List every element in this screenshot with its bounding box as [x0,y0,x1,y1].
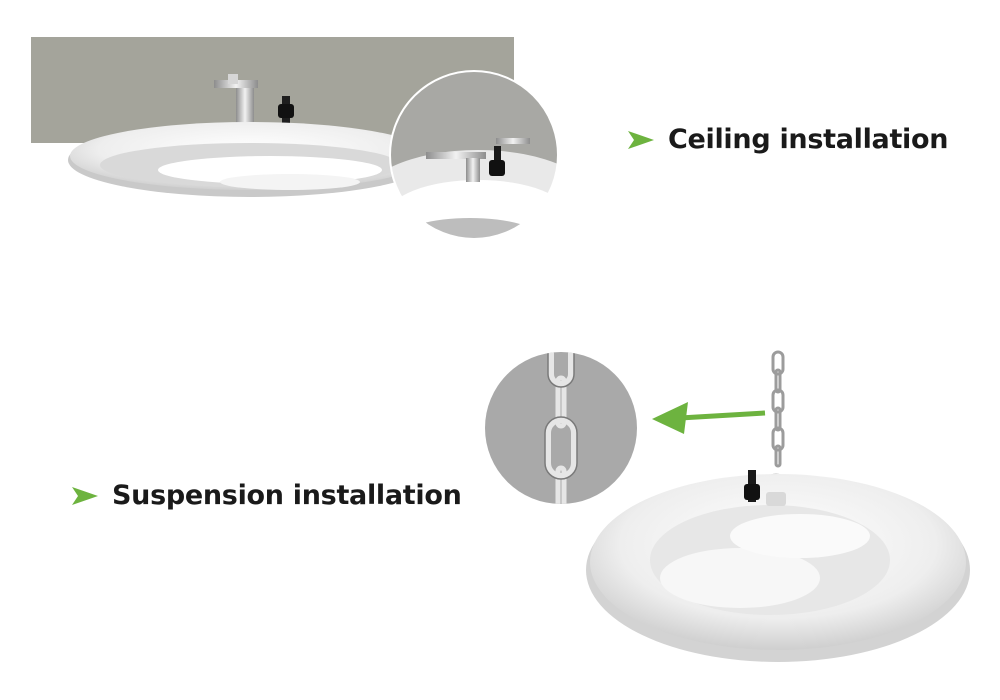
ceiling-lamp [68,122,432,197]
chain-detail-circle [485,352,637,504]
ceiling-installation-text: Ceiling installation [668,124,949,155]
green-triangle-arrow-icon [628,130,654,149]
green-triangle-arrow-icon [72,486,98,505]
bracket-detail-circle [389,70,559,240]
suspension-installation-text: Suspension installation [112,480,462,511]
green-arrow-left-icon [652,402,766,434]
suspension-installation-label: Suspension installation [72,480,462,511]
ceiling-installation-label: Ceiling installation [628,124,948,155]
suspended-lamp [586,470,970,662]
mounting-bracket [214,74,294,124]
